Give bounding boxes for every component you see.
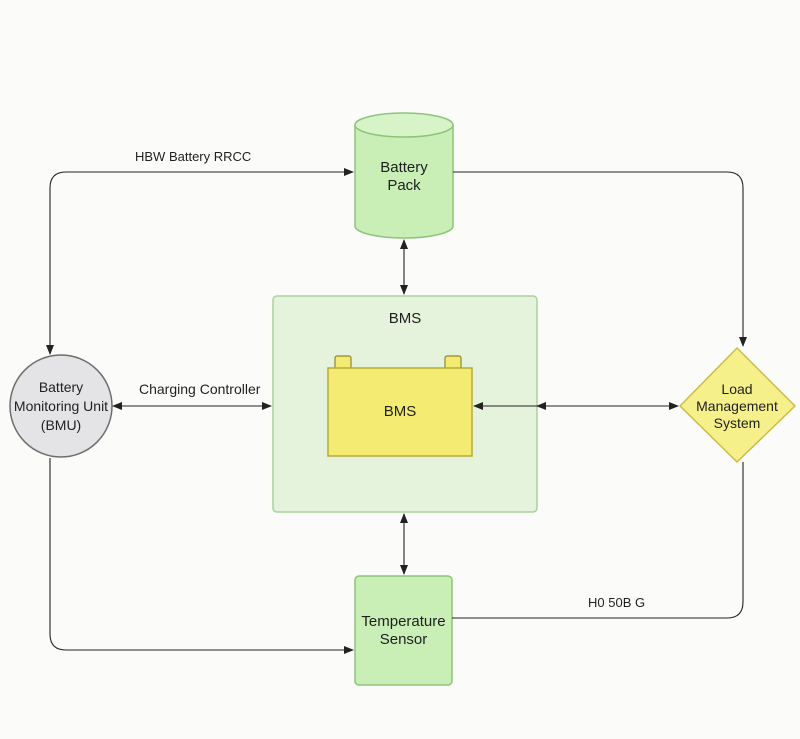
edge-load-to-temperature [452, 462, 744, 619]
bms-container-label: BMS [388, 310, 422, 327]
edge-label-charging-controller: Charging Controller [139, 381, 261, 397]
edge-bmu-to-temperature [49, 458, 354, 654]
edge-battery-pack-to-load [453, 171, 747, 347]
battery-pack-label: Battery Pack [380, 159, 428, 194]
bms-core-label: BMS [383, 403, 417, 420]
load-management-shape [679, 347, 796, 463]
edge-label-top-left: HBW Battery RRCC [135, 149, 252, 164]
bmu-label: Battery Monitoring Unit (BMU) [13, 378, 109, 433]
battery-pack-shape [354, 112, 454, 239]
edge-label-bottom-right: H0 50B G [588, 595, 646, 610]
load-management-label: Load Management System [696, 380, 778, 431]
bms-battery-icon [327, 355, 473, 457]
temperature-sensor-shape [354, 575, 453, 686]
edge-bmu-to-battery-pack [46, 168, 354, 355]
temperature-sensor-label: Temperature Sensor [361, 613, 446, 648]
